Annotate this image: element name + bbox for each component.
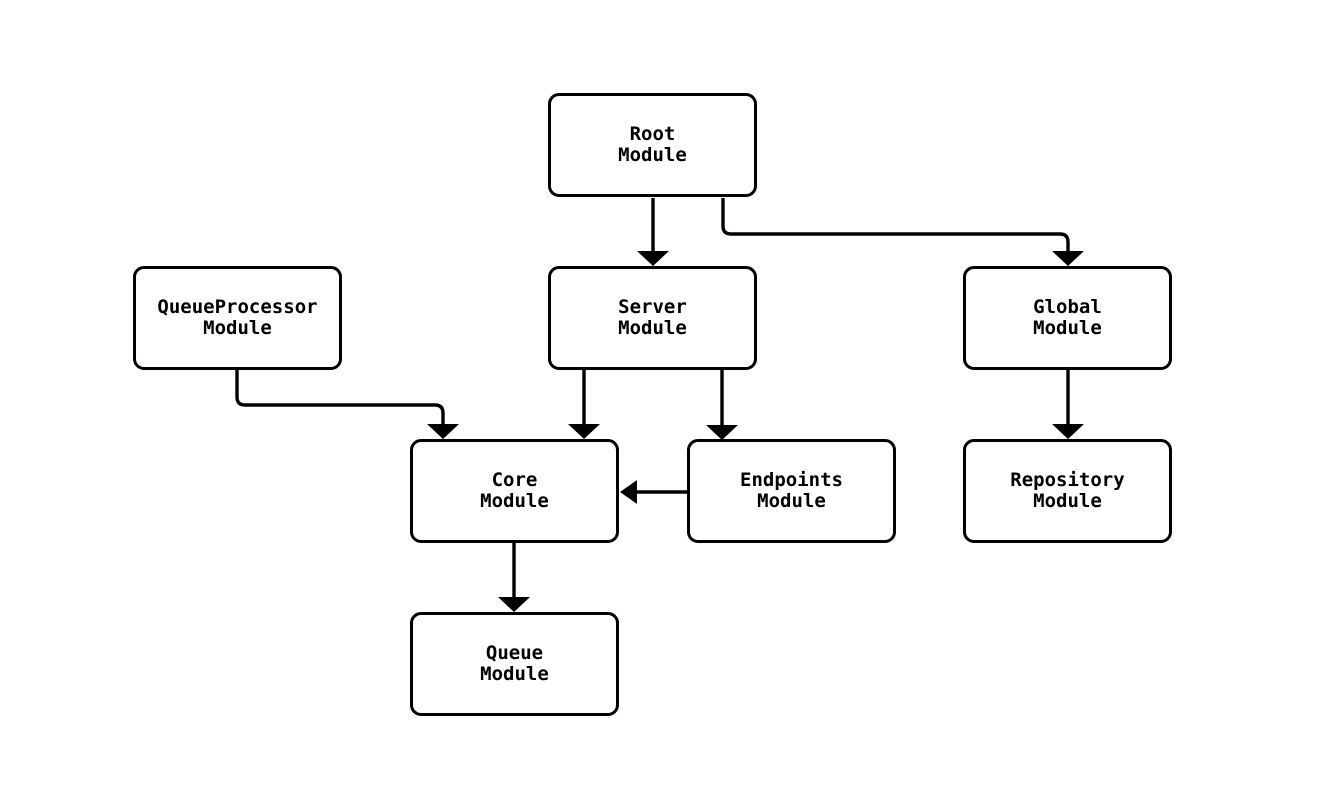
edge-root-to-server — [637, 198, 669, 266]
arrowhead-down — [498, 597, 530, 612]
edge-endpoints-to-core — [620, 480, 687, 504]
edge-global-to-repository — [1052, 370, 1084, 439]
edge-server-to-endpoints — [706, 370, 738, 440]
edge-server-to-core — [568, 370, 600, 439]
arrowhead-down — [637, 251, 669, 266]
edge-queueprocessor-to-core — [235, 370, 459, 439]
edge-core-to-queue — [498, 543, 530, 612]
arrowhead-down — [1052, 251, 1084, 266]
node-global-module: Global Module — [963, 266, 1172, 370]
edge-root-to-global — [721, 198, 1084, 266]
arrowhead-left — [620, 480, 637, 504]
arrowhead-down — [706, 425, 738, 440]
node-core-module: Core Module — [410, 439, 619, 543]
node-root-module: Root Module — [548, 93, 757, 197]
arrowhead-down — [427, 424, 459, 439]
node-queue-module: Queue Module — [410, 612, 619, 716]
node-repository-module: Repository Module — [963, 439, 1172, 543]
arrowhead-down — [1052, 424, 1084, 439]
node-server-module: Server Module — [548, 266, 757, 370]
node-endpoints-module: Endpoints Module — [687, 439, 896, 543]
arrowhead-down — [568, 424, 600, 439]
node-queueprocessor-module: QueueProcessor Module — [133, 266, 342, 370]
